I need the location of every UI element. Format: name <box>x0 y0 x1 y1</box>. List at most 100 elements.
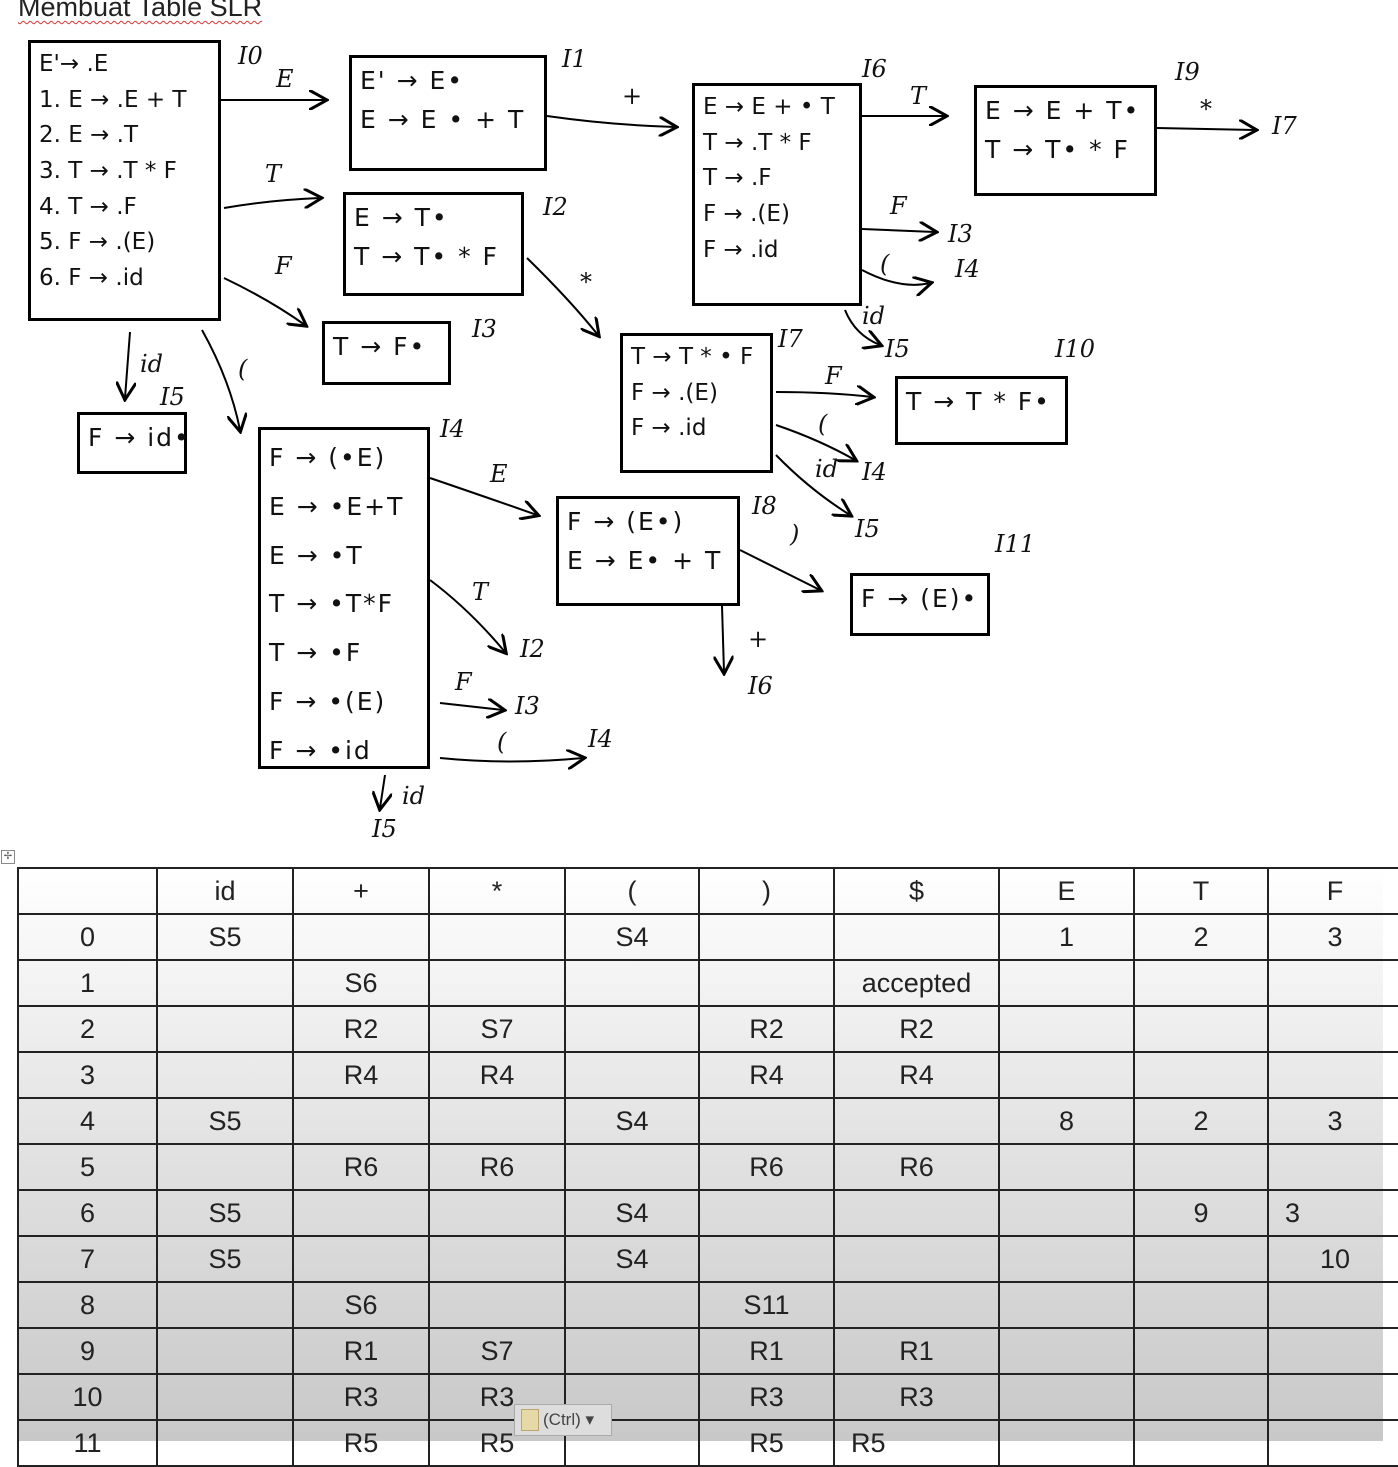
action-cell[interactable]: S6 <box>292 1281 430 1329</box>
action-cell[interactable] <box>156 1281 294 1329</box>
action-cell[interactable] <box>1133 1235 1269 1283</box>
action-cell[interactable]: R6 <box>698 1143 835 1191</box>
state-cell[interactable]: 0 <box>17 913 158 961</box>
action-cell[interactable] <box>156 1051 294 1099</box>
action-cell[interactable]: R2 <box>292 1005 430 1053</box>
action-cell[interactable] <box>156 1327 294 1375</box>
state-cell[interactable]: 2 <box>17 1005 158 1053</box>
action-cell[interactable]: R4 <box>833 1051 1000 1099</box>
action-cell[interactable] <box>156 1419 294 1467</box>
state-cell[interactable]: 9 <box>17 1327 158 1375</box>
column-header[interactable]: T <box>1133 867 1269 915</box>
action-cell[interactable]: R3 <box>292 1373 430 1421</box>
action-cell[interactable]: S6 <box>292 959 430 1007</box>
action-cell[interactable]: 3 <box>1267 913 1398 961</box>
action-cell[interactable] <box>698 959 835 1007</box>
action-cell[interactable]: R5 <box>833 1419 1000 1467</box>
action-cell[interactable] <box>564 1051 700 1099</box>
action-cell[interactable] <box>698 1235 835 1283</box>
column-header[interactable]: ( <box>564 867 700 915</box>
action-cell[interactable] <box>564 959 700 1007</box>
action-cell[interactable]: R4 <box>698 1051 835 1099</box>
column-header[interactable]: E <box>998 867 1135 915</box>
action-cell[interactable] <box>156 959 294 1007</box>
action-cell[interactable]: S5 <box>156 1097 294 1145</box>
action-cell[interactable] <box>833 1281 1000 1329</box>
action-cell[interactable] <box>1133 1419 1269 1467</box>
action-cell[interactable]: 3 <box>1267 1097 1398 1145</box>
action-cell[interactable]: S5 <box>156 1235 294 1283</box>
action-cell[interactable] <box>1267 1005 1398 1053</box>
state-cell[interactable]: 8 <box>17 1281 158 1329</box>
action-cell[interactable] <box>998 1327 1135 1375</box>
action-cell[interactable]: S4 <box>564 1189 700 1237</box>
state-cell[interactable]: 5 <box>17 1143 158 1191</box>
action-cell[interactable] <box>698 913 835 961</box>
action-cell[interactable]: accepted <box>833 959 1000 1007</box>
action-cell[interactable] <box>1133 1051 1269 1099</box>
column-header[interactable]: ) <box>698 867 835 915</box>
action-cell[interactable] <box>998 1281 1135 1329</box>
action-cell[interactable]: R3 <box>698 1373 835 1421</box>
action-cell[interactable] <box>698 1189 835 1237</box>
action-cell[interactable] <box>833 913 1000 961</box>
action-cell[interactable] <box>998 1419 1135 1467</box>
column-header[interactable]: $ <box>833 867 1000 915</box>
action-cell[interactable] <box>1267 1143 1398 1191</box>
action-cell[interactable] <box>998 1051 1135 1099</box>
action-cell[interactable]: R1 <box>833 1327 1000 1375</box>
action-cell[interactable] <box>998 1373 1135 1421</box>
action-cell[interactable] <box>564 1005 700 1053</box>
state-cell[interactable]: 6 <box>17 1189 158 1237</box>
action-cell[interactable] <box>1267 1373 1398 1421</box>
action-cell[interactable]: R6 <box>292 1143 430 1191</box>
action-cell[interactable] <box>998 959 1135 1007</box>
action-cell[interactable] <box>156 1005 294 1053</box>
action-cell[interactable]: 1 <box>998 913 1135 961</box>
action-cell[interactable]: S5 <box>156 1189 294 1237</box>
action-cell[interactable]: S7 <box>428 1005 566 1053</box>
table-move-handle[interactable]: ✢ <box>1 850 15 864</box>
action-cell[interactable]: R5 <box>698 1419 835 1467</box>
state-cell[interactable]: 4 <box>17 1097 158 1145</box>
action-cell[interactable]: S4 <box>564 1097 700 1145</box>
action-cell[interactable]: 8 <box>998 1097 1135 1145</box>
action-cell[interactable] <box>1267 1051 1398 1099</box>
action-cell[interactable] <box>833 1189 1000 1237</box>
action-cell[interactable] <box>292 913 430 961</box>
action-cell[interactable] <box>1267 959 1398 1007</box>
action-cell[interactable] <box>292 1235 430 1283</box>
action-cell[interactable]: 9 <box>1133 1189 1269 1237</box>
action-cell[interactable]: R6 <box>833 1143 1000 1191</box>
action-cell[interactable] <box>1267 1281 1398 1329</box>
action-cell[interactable]: R4 <box>292 1051 430 1099</box>
action-cell[interactable]: S11 <box>698 1281 835 1329</box>
state-cell[interactable]: 3 <box>17 1051 158 1099</box>
action-cell[interactable] <box>428 959 566 1007</box>
action-cell[interactable]: 3 <box>1267 1189 1398 1237</box>
action-cell[interactable]: R2 <box>833 1005 1000 1053</box>
action-cell[interactable] <box>1267 1327 1398 1375</box>
action-cell[interactable]: R5 <box>292 1419 430 1467</box>
action-cell[interactable] <box>1133 1143 1269 1191</box>
action-cell[interactable]: R3 <box>833 1373 1000 1421</box>
action-cell[interactable] <box>1133 1281 1269 1329</box>
action-cell[interactable] <box>1133 1327 1269 1375</box>
action-cell[interactable] <box>1133 1005 1269 1053</box>
action-cell[interactable] <box>833 1097 1000 1145</box>
action-cell[interactable] <box>428 1189 566 1237</box>
action-cell[interactable]: S4 <box>564 913 700 961</box>
action-cell[interactable] <box>156 1143 294 1191</box>
action-cell[interactable] <box>833 1235 1000 1283</box>
action-cell[interactable] <box>1133 1373 1269 1421</box>
action-cell[interactable]: 2 <box>1133 913 1269 961</box>
action-cell[interactable] <box>998 1005 1135 1053</box>
action-cell[interactable]: 2 <box>1133 1097 1269 1145</box>
action-cell[interactable]: R4 <box>428 1051 566 1099</box>
action-cell[interactable] <box>428 1281 566 1329</box>
action-cell[interactable]: S4 <box>564 1235 700 1283</box>
action-cell[interactable] <box>428 1097 566 1145</box>
action-cell[interactable] <box>1133 959 1269 1007</box>
action-cell[interactable] <box>564 1281 700 1329</box>
paste-options-button[interactable]: (Ctrl) ▾ <box>514 1404 612 1436</box>
